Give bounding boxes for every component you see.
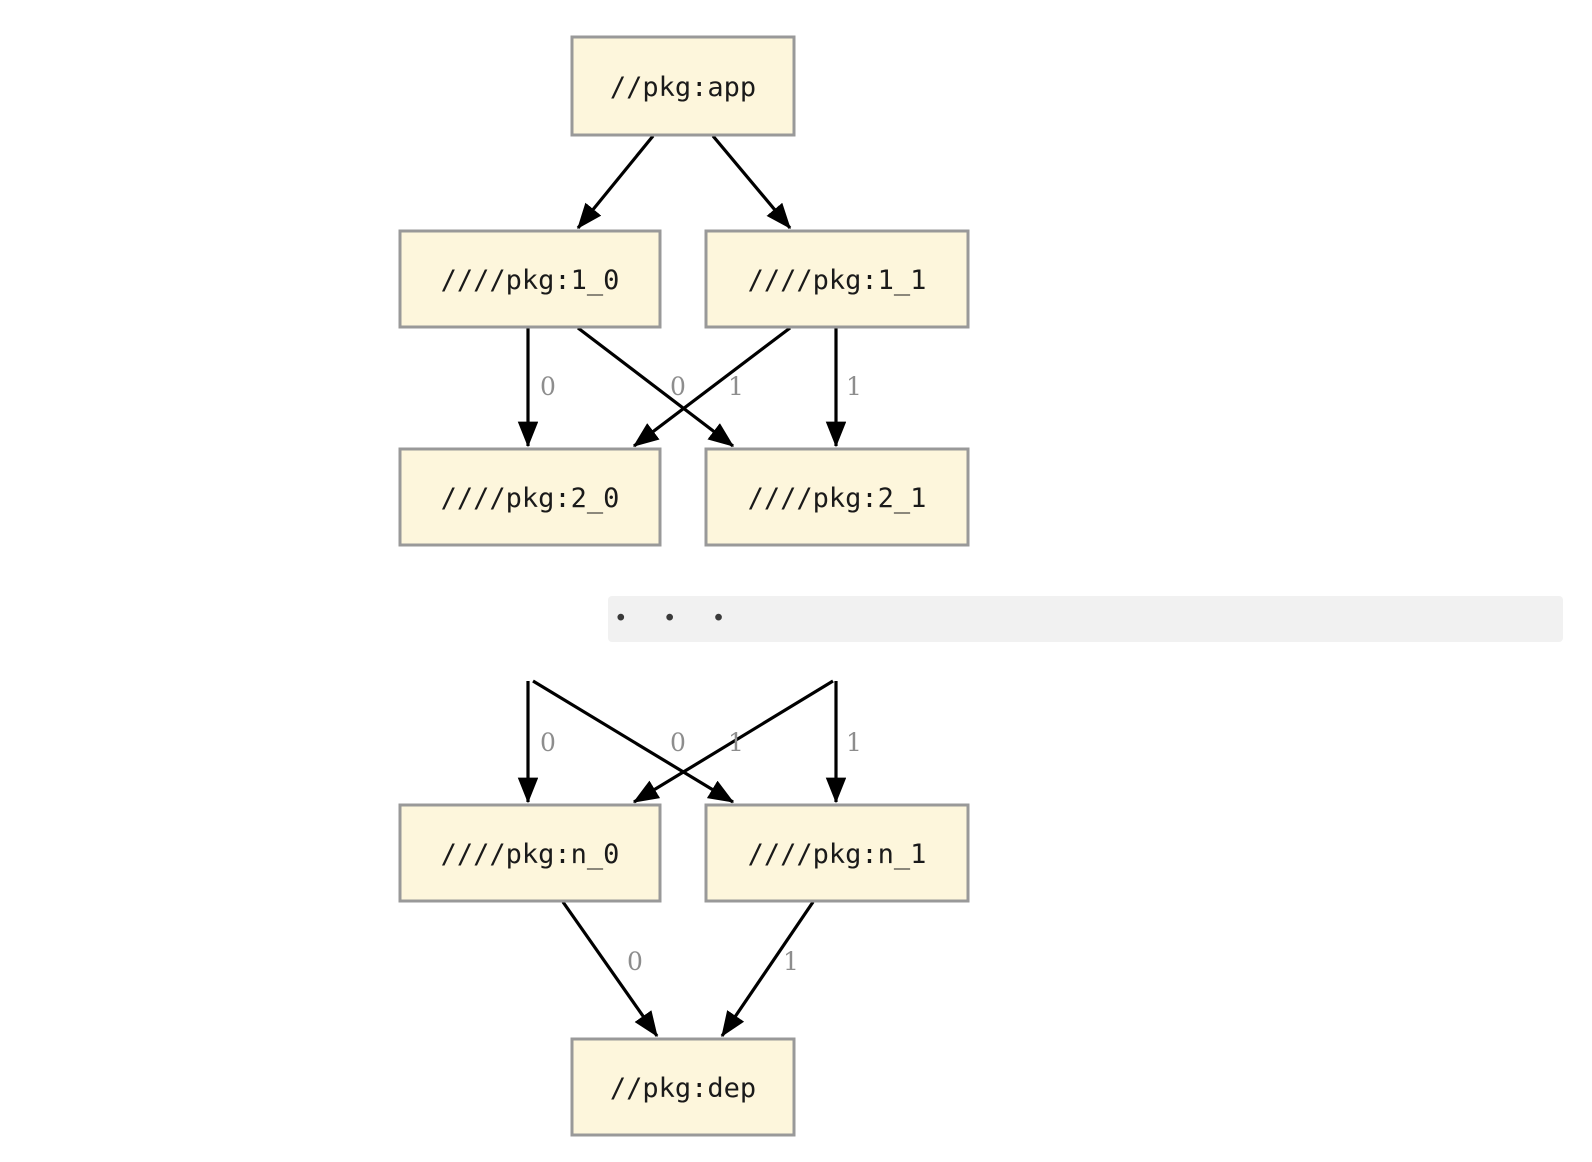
edge-label: 0 (540, 372, 556, 401)
nodes-layer: //pkg:app ////pkg:1_0 ////pkg:1_1 ////pkg:2… (398, 35, 970, 1137)
edge-labels-layer: 0 0 1 1 0 0 1 1 0 1 (540, 372, 862, 976)
graph-node-nn_1[interactable]: ////pkg:n_1 (704, 803, 970, 903)
graph-node-n1_1[interactable]: ////pkg:1_1 (704, 229, 970, 329)
edge-label: 1 (783, 947, 799, 976)
graph-edge (576, 134, 655, 230)
graph-edge (720, 901, 815, 1038)
graph-node-nn_0[interactable]: ////pkg:n_0 (398, 803, 662, 903)
node-label: ////pkg:1_1 (748, 265, 927, 296)
graph-node-n2_0[interactable]: ////pkg:2_0 (398, 447, 662, 547)
graph-edge (632, 679, 834, 804)
node-label: ////pkg:2_0 (441, 483, 620, 514)
node-label: ////pkg:n_0 (441, 839, 620, 870)
edge-label: 0 (670, 372, 686, 401)
graph-edge (577, 326, 735, 448)
node-box[interactable] (704, 803, 970, 903)
node-box[interactable] (570, 1037, 796, 1137)
node-label: //pkg:app (610, 72, 756, 103)
ellipsis-dots-label: • • • (614, 606, 740, 632)
edge-label: 1 (728, 372, 744, 401)
node-box[interactable] (398, 447, 662, 547)
graph-node-dep[interactable]: //pkg:dep (570, 1037, 796, 1137)
edge-label: 1 (728, 728, 744, 757)
edge-label: 1 (846, 372, 862, 401)
edge-label: 1 (846, 728, 862, 757)
graph-edge (711, 134, 792, 230)
edge-label: 0 (627, 947, 643, 976)
edge-label: 0 (540, 728, 556, 757)
node-box[interactable] (704, 229, 970, 329)
node-label: //pkg:dep (610, 1073, 756, 1104)
node-box[interactable] (570, 35, 796, 137)
graph-edge (632, 326, 791, 448)
graph-node-n1_0[interactable]: ////pkg:1_0 (398, 229, 662, 329)
graph-edge (561, 901, 659, 1038)
edges-layer (517, 134, 847, 1038)
graph-node-n2_1[interactable]: ////pkg:2_1 (704, 447, 970, 547)
ellipsis-band (608, 596, 1563, 642)
node-label: ////pkg:1_0 (441, 265, 620, 296)
graph-node-app[interactable]: //pkg:app (570, 35, 796, 137)
edge-label: 0 (670, 728, 686, 757)
node-label: ////pkg:2_1 (748, 483, 927, 514)
graph-edge (532, 679, 735, 804)
node-box[interactable] (704, 447, 970, 547)
node-box[interactable] (398, 803, 662, 903)
node-label: ////pkg:n_1 (748, 839, 927, 870)
node-box[interactable] (398, 229, 662, 329)
